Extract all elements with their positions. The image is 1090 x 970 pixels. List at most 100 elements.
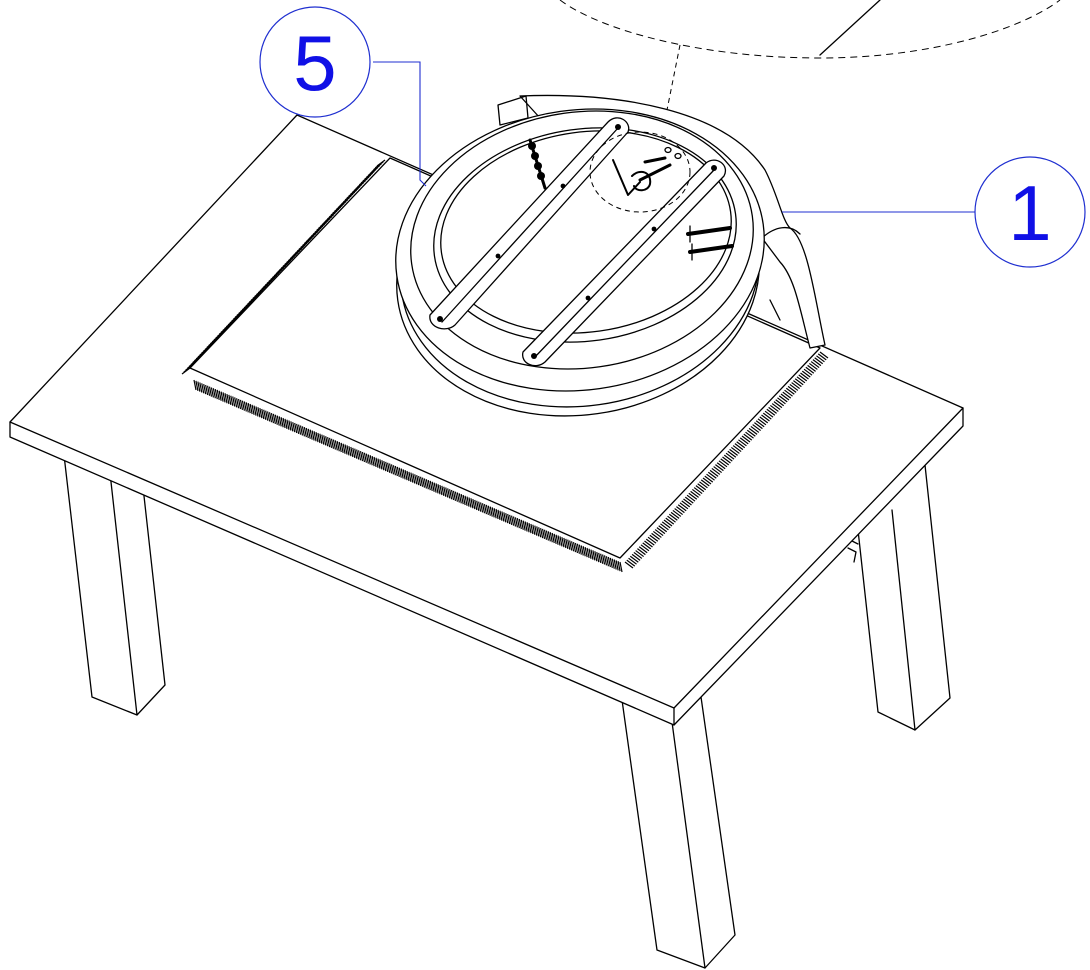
mat-fringe <box>509 514 513 525</box>
mat-fringe <box>404 470 408 481</box>
mat-fringe <box>683 498 692 506</box>
mat-fringe <box>518 518 522 530</box>
mat-fringe <box>801 370 811 378</box>
mat-fringe <box>663 519 673 527</box>
mat-fringe <box>282 417 286 429</box>
mat-fringe <box>296 423 300 434</box>
mat-fringe <box>796 376 806 384</box>
mat-fringe <box>654 529 664 537</box>
mat-fringe <box>299 425 304 436</box>
mat-fringe <box>736 441 746 449</box>
mat-fringe <box>805 366 815 374</box>
mat-fringe <box>497 509 501 520</box>
mat-fringe <box>770 404 779 412</box>
mat-fringe <box>290 421 294 432</box>
mat-fringe <box>723 454 733 462</box>
mat-fringe <box>270 412 275 424</box>
mat-fringe <box>686 494 696 502</box>
mat-fringe <box>325 436 329 447</box>
mat-fringe <box>640 544 650 552</box>
mat-fringe <box>340 442 344 453</box>
mat-fringe <box>812 359 822 367</box>
mat-fringe <box>358 450 362 461</box>
mat-fringe <box>460 494 464 505</box>
mat-fringe <box>387 462 391 473</box>
mat-fringe <box>495 508 499 520</box>
mat-fringe <box>443 486 447 497</box>
mat-fringe <box>301 426 306 437</box>
mat-fringe <box>752 424 761 432</box>
mat-fringe <box>789 383 799 391</box>
mat-fringe <box>427 479 431 491</box>
mat-fringe <box>193 379 197 391</box>
mat-fringe <box>814 357 824 365</box>
mat-fringe <box>658 525 668 533</box>
mat-fringe <box>670 511 680 519</box>
mat-fringe <box>809 362 818 370</box>
mat-fringe <box>665 517 675 525</box>
mat-fringe <box>624 561 634 569</box>
mat-fringe <box>690 490 699 498</box>
mat-fringe <box>410 472 414 483</box>
mat-fringe <box>722 456 731 464</box>
mat-fringe <box>208 386 213 397</box>
mat-fringe <box>472 499 476 510</box>
mat-fringe <box>425 479 429 490</box>
mounting-rails <box>429 117 727 367</box>
mat-fringe <box>503 512 507 523</box>
mat-fringe <box>775 399 785 407</box>
mat-fringe <box>545 530 550 541</box>
mat-fringe <box>458 493 462 504</box>
mat-fringe <box>489 506 493 517</box>
mat-fringe <box>311 430 315 441</box>
mat-fringe <box>239 399 244 410</box>
mat-fringe <box>590 549 594 560</box>
mat-fringe <box>303 427 307 438</box>
mat-fringe <box>693 487 703 495</box>
mat-fringe <box>274 414 278 425</box>
leg-front-center <box>621 689 736 969</box>
mat-fringe <box>638 546 648 554</box>
detail-bubble <box>559 0 1061 121</box>
mat-fringe <box>538 527 542 538</box>
mat-fringe <box>702 477 712 485</box>
mat-fringe <box>412 473 416 484</box>
mat-fringe <box>594 551 598 562</box>
mat-fringe <box>699 481 708 489</box>
mat-fringe <box>816 355 825 363</box>
mat-fringe <box>530 523 534 535</box>
mat-fringe <box>383 460 387 472</box>
mat-fringe <box>268 412 273 423</box>
mat-fringe <box>487 505 491 516</box>
mat-fringe <box>551 532 555 544</box>
mat-fringe <box>468 497 472 508</box>
mat-fringe <box>371 455 375 467</box>
mat-fringe <box>359 451 364 462</box>
mat-fringe <box>452 490 457 501</box>
mat-fringe <box>437 484 441 495</box>
mat-fringe <box>757 418 767 426</box>
mat-fringe <box>218 390 222 401</box>
mat-fringe <box>394 465 398 477</box>
mat-fringe <box>598 552 602 564</box>
mat-fringe <box>476 500 480 511</box>
mat-fringe <box>408 471 412 482</box>
mat-fringe <box>637 548 646 556</box>
mat-fringe <box>709 469 719 477</box>
mat-fringe <box>474 499 478 511</box>
mat-fringe <box>631 553 641 561</box>
mat-fringe <box>524 521 528 532</box>
mat-fringe <box>716 462 726 470</box>
mat-fringe <box>363 452 367 463</box>
mat-fringe <box>336 441 340 452</box>
mat-fringe <box>255 406 259 417</box>
mat-fringe <box>628 557 637 565</box>
mat-fringe <box>454 491 458 502</box>
mat-fringe <box>327 436 331 448</box>
mat-fringe <box>388 463 393 474</box>
mat-fringe <box>596 551 600 563</box>
mat-fringe <box>195 380 199 391</box>
mat-fringe <box>230 395 234 406</box>
mat-fringe <box>748 427 758 435</box>
mat-fringe <box>741 435 751 443</box>
